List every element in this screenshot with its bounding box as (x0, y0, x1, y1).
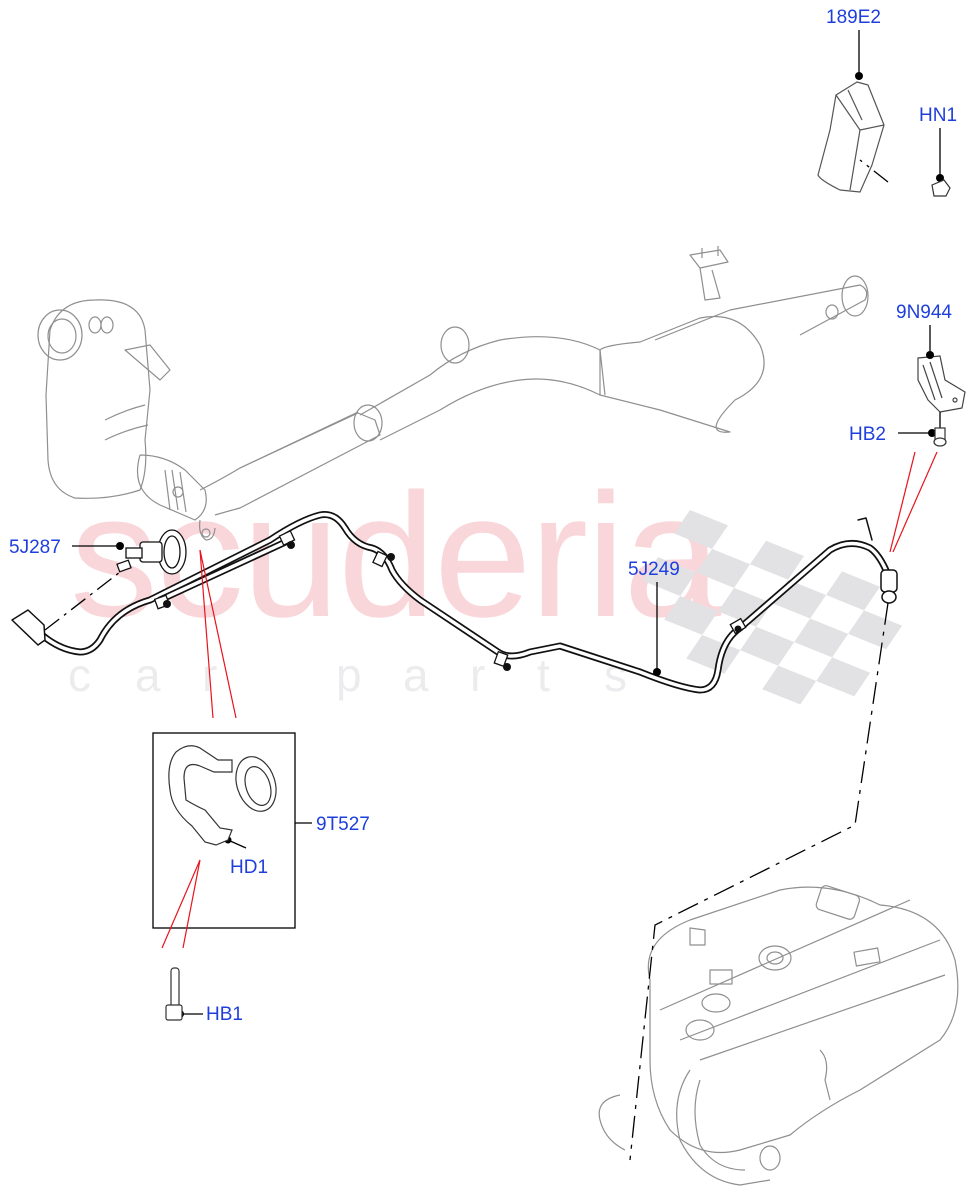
watermark-letter: c (68, 649, 91, 701)
callout-5J249[interactable]: 5J249 (628, 559, 680, 580)
watermark-letter: p (336, 649, 362, 701)
callout-9N944[interactable]: 9N944 (896, 302, 952, 323)
callout-HB2[interactable]: HB2 (849, 424, 886, 445)
callout-HN1[interactable]: HN1 (919, 105, 958, 126)
catalytic-converter-drawing (37, 299, 207, 521)
control-module-drawing (817, 81, 885, 193)
front-exhaust-pipe-drawing (199, 326, 601, 541)
bolt-hb2-drawing (933, 427, 947, 447)
watermark-letter: t (537, 649, 550, 701)
nut-hn1-drawing (931, 179, 951, 197)
heat-shield-kit-drawing (168, 745, 277, 846)
bolt-hb1-drawing (165, 967, 183, 1021)
watermark-letter: a (403, 649, 429, 701)
fuel-tank-drawing (598, 885, 959, 1186)
watermark-letter: a (135, 649, 161, 701)
callout-189E2[interactable]: 189E2 (826, 7, 881, 28)
bracket-drawing (917, 355, 966, 413)
callout-5J287[interactable]: 5J287 (9, 537, 61, 558)
rear-muffler-drawing (599, 246, 869, 433)
callout-HB1[interactable]: HB1 (206, 1004, 243, 1025)
purge-valve-drawing (116, 529, 187, 575)
watermark-letter: r (470, 649, 486, 701)
callout-9T527[interactable]: 9T527 (316, 814, 370, 835)
callout-HD1[interactable]: HD1 (230, 857, 269, 878)
